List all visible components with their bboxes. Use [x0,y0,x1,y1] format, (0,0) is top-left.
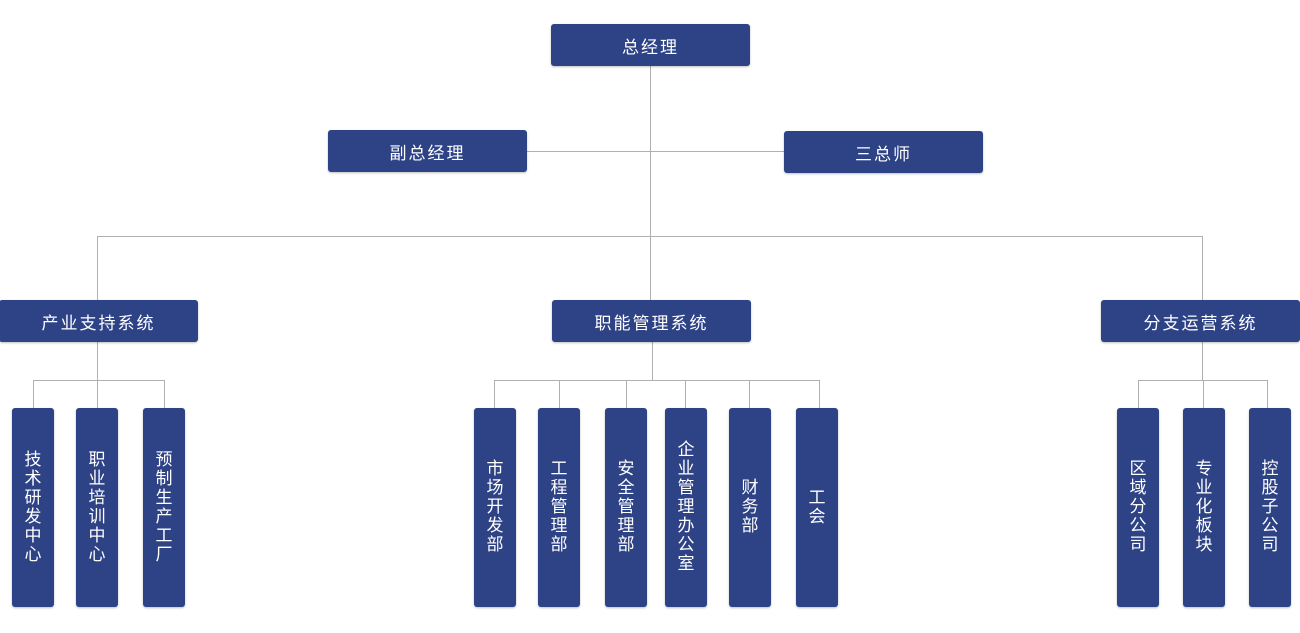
node-deputy-general-manager: 副总经理 [328,130,527,172]
connector-industry-unit [33,380,34,409]
node-label: 技术研发中心 [24,449,42,565]
node-label: 市场开发部 [486,459,504,555]
connector-systems [97,236,1203,237]
connector-functional-unit [685,380,686,409]
node-unit: 控股子公司 [1249,408,1291,607]
node-functional-management-system: 职能管理系统 [552,300,751,342]
node-label: 三总师 [855,144,912,165]
connector-industry-unit [164,380,165,409]
connector-functional-bar [494,380,820,381]
node-label: 预制生产工厂 [155,449,173,565]
node-label: 企业管理办公室 [677,440,695,574]
connector-industry-bar [33,380,165,381]
node-unit: 区域分公司 [1117,408,1159,607]
node-label: 区域分公司 [1129,459,1147,555]
node-label: 副总经理 [389,143,466,164]
node-unit: 专业化板块 [1183,408,1225,607]
node-label: 财务部 [741,478,759,536]
node-label: 专业化板块 [1195,459,1213,555]
connector-industry-drop [97,236,98,301]
node-label: 职业培训中心 [88,449,106,565]
connector-executives [527,151,785,152]
connector-functional-unit [819,380,820,409]
connector-trunk [650,65,651,301]
connector-industry-stem [97,341,98,381]
connector-functional-stem [652,341,653,381]
connector-branch-drop [1202,236,1203,301]
connector-branch-unit [1203,380,1204,409]
node-unit: 企业管理办公室 [665,408,707,607]
node-three-chief-engineers: 三总师 [784,131,983,173]
node-unit: 财务部 [729,408,771,607]
node-label: 总经理 [622,37,679,58]
node-industry-support-system: 产业支持系统 [0,300,198,342]
node-unit: 技术研发中心 [12,408,54,607]
node-label: 控股子公司 [1261,459,1279,555]
connector-branch-unit [1138,380,1139,409]
node-label: 职能管理系统 [594,313,709,334]
node-unit: 市场开发部 [474,408,516,607]
connector-branch-unit [1267,380,1268,409]
node-unit: 工程管理部 [538,408,580,607]
node-label: 分支运营系统 [1143,313,1258,334]
connector-industry-unit [97,380,98,409]
connector-functional-unit [559,380,560,409]
node-branch-operation-system: 分支运营系统 [1101,300,1300,342]
node-unit: 职业培训中心 [76,408,118,607]
connector-branch-stem [1202,341,1203,381]
connector-functional-unit [749,380,750,409]
connector-functional-unit [494,380,495,409]
connector-functional-unit [626,380,627,409]
node-unit: 安全管理部 [605,408,647,607]
node-unit: 预制生产工厂 [143,408,185,607]
node-unit: 工会 [796,408,838,607]
node-label: 工程管理部 [550,459,568,555]
node-general-manager: 总经理 [551,24,750,66]
node-label: 产业支持系统 [41,313,156,334]
node-label: 工会 [808,487,826,527]
node-label: 安全管理部 [617,459,635,555]
